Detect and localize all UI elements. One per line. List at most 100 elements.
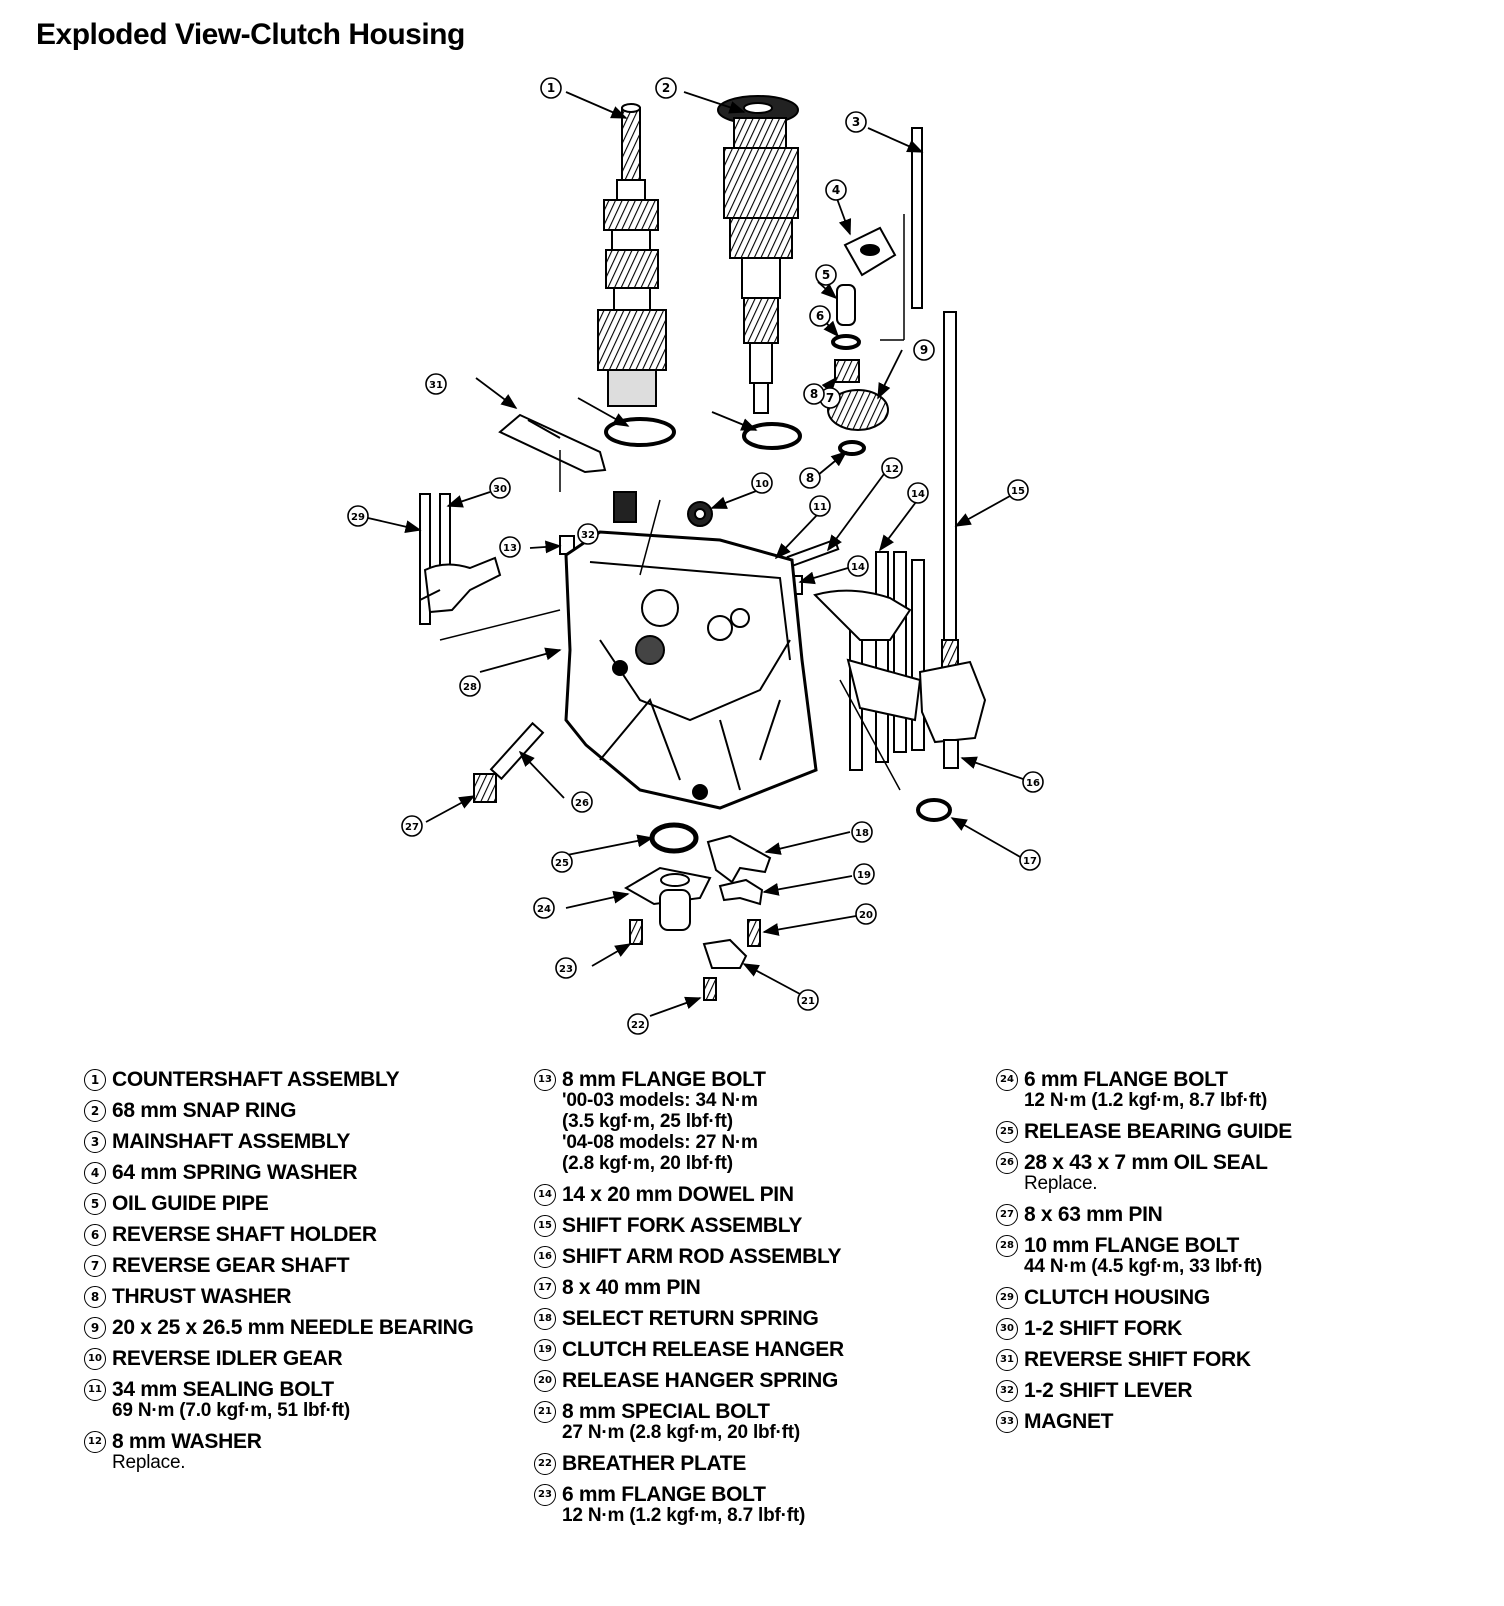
legend-label: REVERSE IDLER GEAR bbox=[112, 1347, 343, 1370]
legend-label: CLUTCH HOUSING bbox=[1024, 1286, 1210, 1309]
svg-text:24: 24 bbox=[537, 904, 551, 915]
legend-number: 13 bbox=[534, 1069, 556, 1091]
svg-text:26: 26 bbox=[575, 798, 589, 809]
svg-text:27: 27 bbox=[405, 822, 419, 833]
svg-text:18: 18 bbox=[855, 828, 869, 839]
callout-3: 3 bbox=[845, 111, 867, 133]
callout-12: 12 bbox=[881, 457, 903, 479]
legend-detail: Replace. bbox=[1024, 1173, 1098, 1194]
svg-text:29: 29 bbox=[351, 512, 365, 523]
legend-number: 32 bbox=[996, 1380, 1018, 1402]
callout-7: 7 bbox=[819, 387, 841, 409]
legend-label: REVERSE SHAFT HOLDER bbox=[112, 1223, 377, 1246]
svg-text:15: 15 bbox=[1011, 486, 1025, 497]
legend-number: 28 bbox=[996, 1235, 1018, 1257]
legend-label: SHIFT FORK ASSEMBLY bbox=[562, 1214, 803, 1237]
legend-label: 6 mm FLANGE BOLT bbox=[1024, 1068, 1228, 1091]
legend-label: BREATHER PLATE bbox=[562, 1452, 747, 1475]
oil-seal bbox=[649, 822, 699, 854]
legend-label: RELEASE HANGER SPRING bbox=[562, 1369, 839, 1392]
callout-4: 4 bbox=[825, 179, 847, 201]
legend-number: 10 bbox=[84, 1348, 106, 1370]
legend-label: COUNTERSHAFT ASSEMBLY bbox=[112, 1068, 400, 1091]
svg-text:4: 4 bbox=[832, 183, 840, 197]
svg-text:17: 17 bbox=[1023, 856, 1037, 867]
callout-6: 6 bbox=[809, 305, 831, 327]
special-bolt-8mm bbox=[747, 919, 761, 947]
legend-label: 28 x 43 x 7 mm OIL SEAL bbox=[1024, 1151, 1268, 1174]
svg-text:21: 21 bbox=[801, 996, 815, 1007]
legend-number: 27 bbox=[996, 1204, 1018, 1226]
spring-washer bbox=[742, 422, 802, 450]
flange-bolt-6mm-b bbox=[703, 977, 717, 1001]
legend-label: 1-2 SHIFT FORK bbox=[1024, 1317, 1182, 1340]
legend-number: 3 bbox=[84, 1131, 106, 1153]
reverse-idler-gear bbox=[827, 389, 889, 431]
legend-label: CLUTCH RELEASE HANGER bbox=[562, 1338, 844, 1361]
legend-label: SELECT RETURN SPRING bbox=[562, 1307, 819, 1330]
callout-30: 30 bbox=[489, 477, 511, 499]
callout-11: 11 bbox=[809, 495, 831, 517]
svg-text:2: 2 bbox=[662, 81, 670, 95]
legend-label: 1-2 SHIFT LEVER bbox=[1024, 1379, 1193, 1402]
legend-number: 7 bbox=[84, 1255, 106, 1277]
callout-19: 19 bbox=[853, 863, 875, 885]
svg-text:32: 32 bbox=[581, 530, 595, 541]
legend-number: 11 bbox=[84, 1379, 106, 1401]
legend-label: SHIFT ARM ROD ASSEMBLY bbox=[562, 1245, 842, 1268]
pin-8x40 bbox=[943, 739, 959, 769]
flange-bolt-8mm bbox=[786, 538, 840, 568]
callout-14: 14 bbox=[907, 482, 929, 504]
legend-number: 31 bbox=[996, 1349, 1018, 1371]
svg-text:31: 31 bbox=[429, 380, 443, 391]
legend-number: 2 bbox=[84, 1100, 106, 1122]
legend-label: 64 mm SPRING WASHER bbox=[112, 1161, 358, 1184]
legend-number: 19 bbox=[534, 1339, 556, 1361]
legend-number: 20 bbox=[534, 1370, 556, 1392]
legend-number: 1 bbox=[84, 1069, 106, 1091]
svg-text:14: 14 bbox=[911, 489, 925, 500]
callout-9: 9 bbox=[913, 339, 935, 361]
shift-lever bbox=[498, 413, 607, 474]
mainshaft-assembly bbox=[717, 95, 799, 414]
svg-text:8: 8 bbox=[810, 387, 818, 401]
legend-label: OIL GUIDE PIPE bbox=[112, 1192, 269, 1215]
breather-plate bbox=[702, 938, 748, 969]
legend-label: RELEASE BEARING GUIDE bbox=[1024, 1120, 1292, 1143]
legend-number: 33 bbox=[996, 1411, 1018, 1433]
clutch-release-hanger bbox=[706, 834, 772, 884]
svg-text:5: 5 bbox=[822, 268, 830, 282]
legend-detail: 12 N·m (1.2 kgf·m, 8.7 lbf·ft) bbox=[1024, 1090, 1268, 1111]
release-bearing-guide bbox=[624, 866, 712, 931]
callout-8: 8 bbox=[799, 467, 821, 489]
legend-label: 20 x 25 x 26.5 mm NEEDLE BEARING bbox=[112, 1316, 474, 1339]
svg-text:6: 6 bbox=[816, 309, 824, 323]
page-title: Exploded View-Clutch Housing bbox=[36, 18, 465, 51]
svg-text:30: 30 bbox=[493, 484, 507, 495]
magnet bbox=[613, 491, 637, 523]
legend-number: 30 bbox=[996, 1318, 1018, 1340]
legend-number: 22 bbox=[534, 1453, 556, 1475]
callout-25: 25 bbox=[551, 851, 573, 873]
callout-20: 20 bbox=[855, 903, 877, 925]
legend-detail: (3.5 kgf·m, 25 lbf·ft) bbox=[562, 1111, 733, 1132]
svg-text:20: 20 bbox=[859, 910, 873, 921]
legend-number: 24 bbox=[996, 1069, 1018, 1091]
legend-detail: 27 N·m (2.8 kgf·m, 20 lbf·ft) bbox=[562, 1422, 801, 1443]
callout-21: 21 bbox=[797, 989, 819, 1011]
legend-detail: '04-08 models: 27 N·m bbox=[562, 1132, 758, 1153]
callout-17: 17 bbox=[1019, 849, 1041, 871]
legend-detail: '00-03 models: 34 N·m bbox=[562, 1090, 758, 1111]
select-return-spring bbox=[916, 798, 952, 822]
legend-label: 8 mm SPECIAL BOLT bbox=[562, 1400, 770, 1423]
callout-8: 8 bbox=[803, 383, 825, 405]
legend-number: 4 bbox=[84, 1162, 106, 1184]
legend-label: 6 mm FLANGE BOLT bbox=[562, 1483, 766, 1506]
legend-label: 10 mm FLANGE BOLT bbox=[1024, 1234, 1240, 1257]
legend-number: 29 bbox=[996, 1287, 1018, 1309]
callout-32: 32 bbox=[577, 523, 599, 545]
needle-bearing bbox=[834, 359, 860, 383]
legend-label: 8 mm WASHER bbox=[112, 1430, 262, 1453]
legend-label: 68 mm SNAP RING bbox=[112, 1099, 297, 1122]
